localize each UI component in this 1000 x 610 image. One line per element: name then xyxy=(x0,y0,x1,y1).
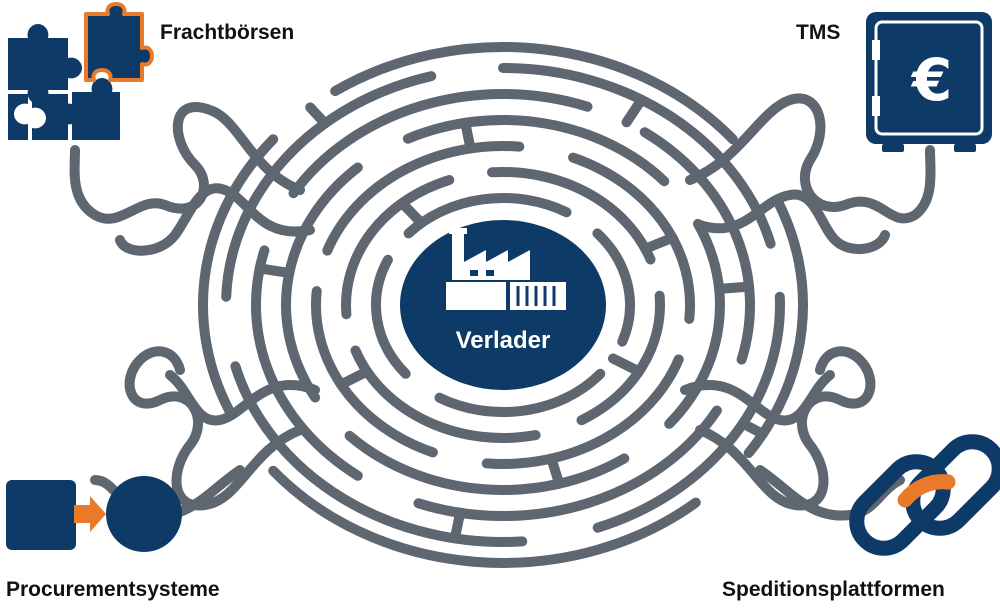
path-to-procurement xyxy=(124,346,305,511)
maze-wall xyxy=(371,254,411,379)
maze-wall xyxy=(592,228,635,347)
container-icon xyxy=(446,282,566,310)
maze-wall xyxy=(413,405,722,522)
euro-symbol: € xyxy=(910,46,952,114)
maze-wall xyxy=(568,152,695,324)
path-to-procurement-2 xyxy=(165,370,320,426)
maze-wall xyxy=(498,63,776,249)
label-frachtboersen: Frachtbörsen xyxy=(160,21,294,44)
path-to-speditionsplattformen xyxy=(695,346,876,511)
maze-wall xyxy=(330,42,738,145)
maze-wall xyxy=(341,175,455,320)
maze-wall xyxy=(592,291,785,533)
maze-wall xyxy=(322,141,525,256)
maze-wall xyxy=(268,465,701,568)
path-to-frachtboersen xyxy=(69,102,305,224)
maze-connector xyxy=(460,117,476,154)
path-to-frachtboersen-2 xyxy=(115,183,315,256)
chain-link-icon xyxy=(849,434,1000,556)
maze-connector xyxy=(714,281,755,294)
puzzle-icon xyxy=(8,2,154,140)
factory-icon xyxy=(449,228,530,280)
maze-wall xyxy=(230,361,528,547)
maze-connector xyxy=(608,353,644,377)
maze-connector xyxy=(254,263,295,278)
maze-wall xyxy=(481,354,684,469)
path-to-tms-2 xyxy=(695,189,890,255)
safe-euro-icon: € xyxy=(866,12,992,152)
path-to-speditionsplattformen-2 xyxy=(680,370,835,426)
maze-wall xyxy=(288,89,593,199)
maze-wall xyxy=(402,114,670,187)
maze-connector xyxy=(336,366,372,390)
label-tms: TMS xyxy=(796,21,840,44)
maze-connector xyxy=(305,102,330,129)
maze-connector xyxy=(397,198,427,228)
maze-connector xyxy=(449,507,466,544)
path-to-tms xyxy=(685,93,936,224)
maze-wall xyxy=(434,368,606,418)
maze-connector xyxy=(546,453,565,489)
maze-wall xyxy=(743,195,808,458)
process-flow-icon xyxy=(6,476,182,552)
center-label: Verlader xyxy=(456,327,551,354)
maze-wall xyxy=(250,245,363,481)
maze-connector xyxy=(640,232,678,254)
center-hub: Verlader xyxy=(400,220,606,390)
maze-connector xyxy=(621,94,647,128)
maze-wall xyxy=(344,430,630,495)
maze xyxy=(198,42,808,568)
maze-wall xyxy=(639,127,755,365)
maze-wall xyxy=(221,71,437,302)
maze-wall xyxy=(664,218,725,429)
maze-connector xyxy=(737,418,768,439)
maze-wall xyxy=(487,166,656,265)
label-procurementsysteme: Procurementsysteme xyxy=(6,578,220,601)
label-speditionsplattformen: Speditionsplattformen xyxy=(722,578,945,601)
maze-wall xyxy=(198,134,279,415)
